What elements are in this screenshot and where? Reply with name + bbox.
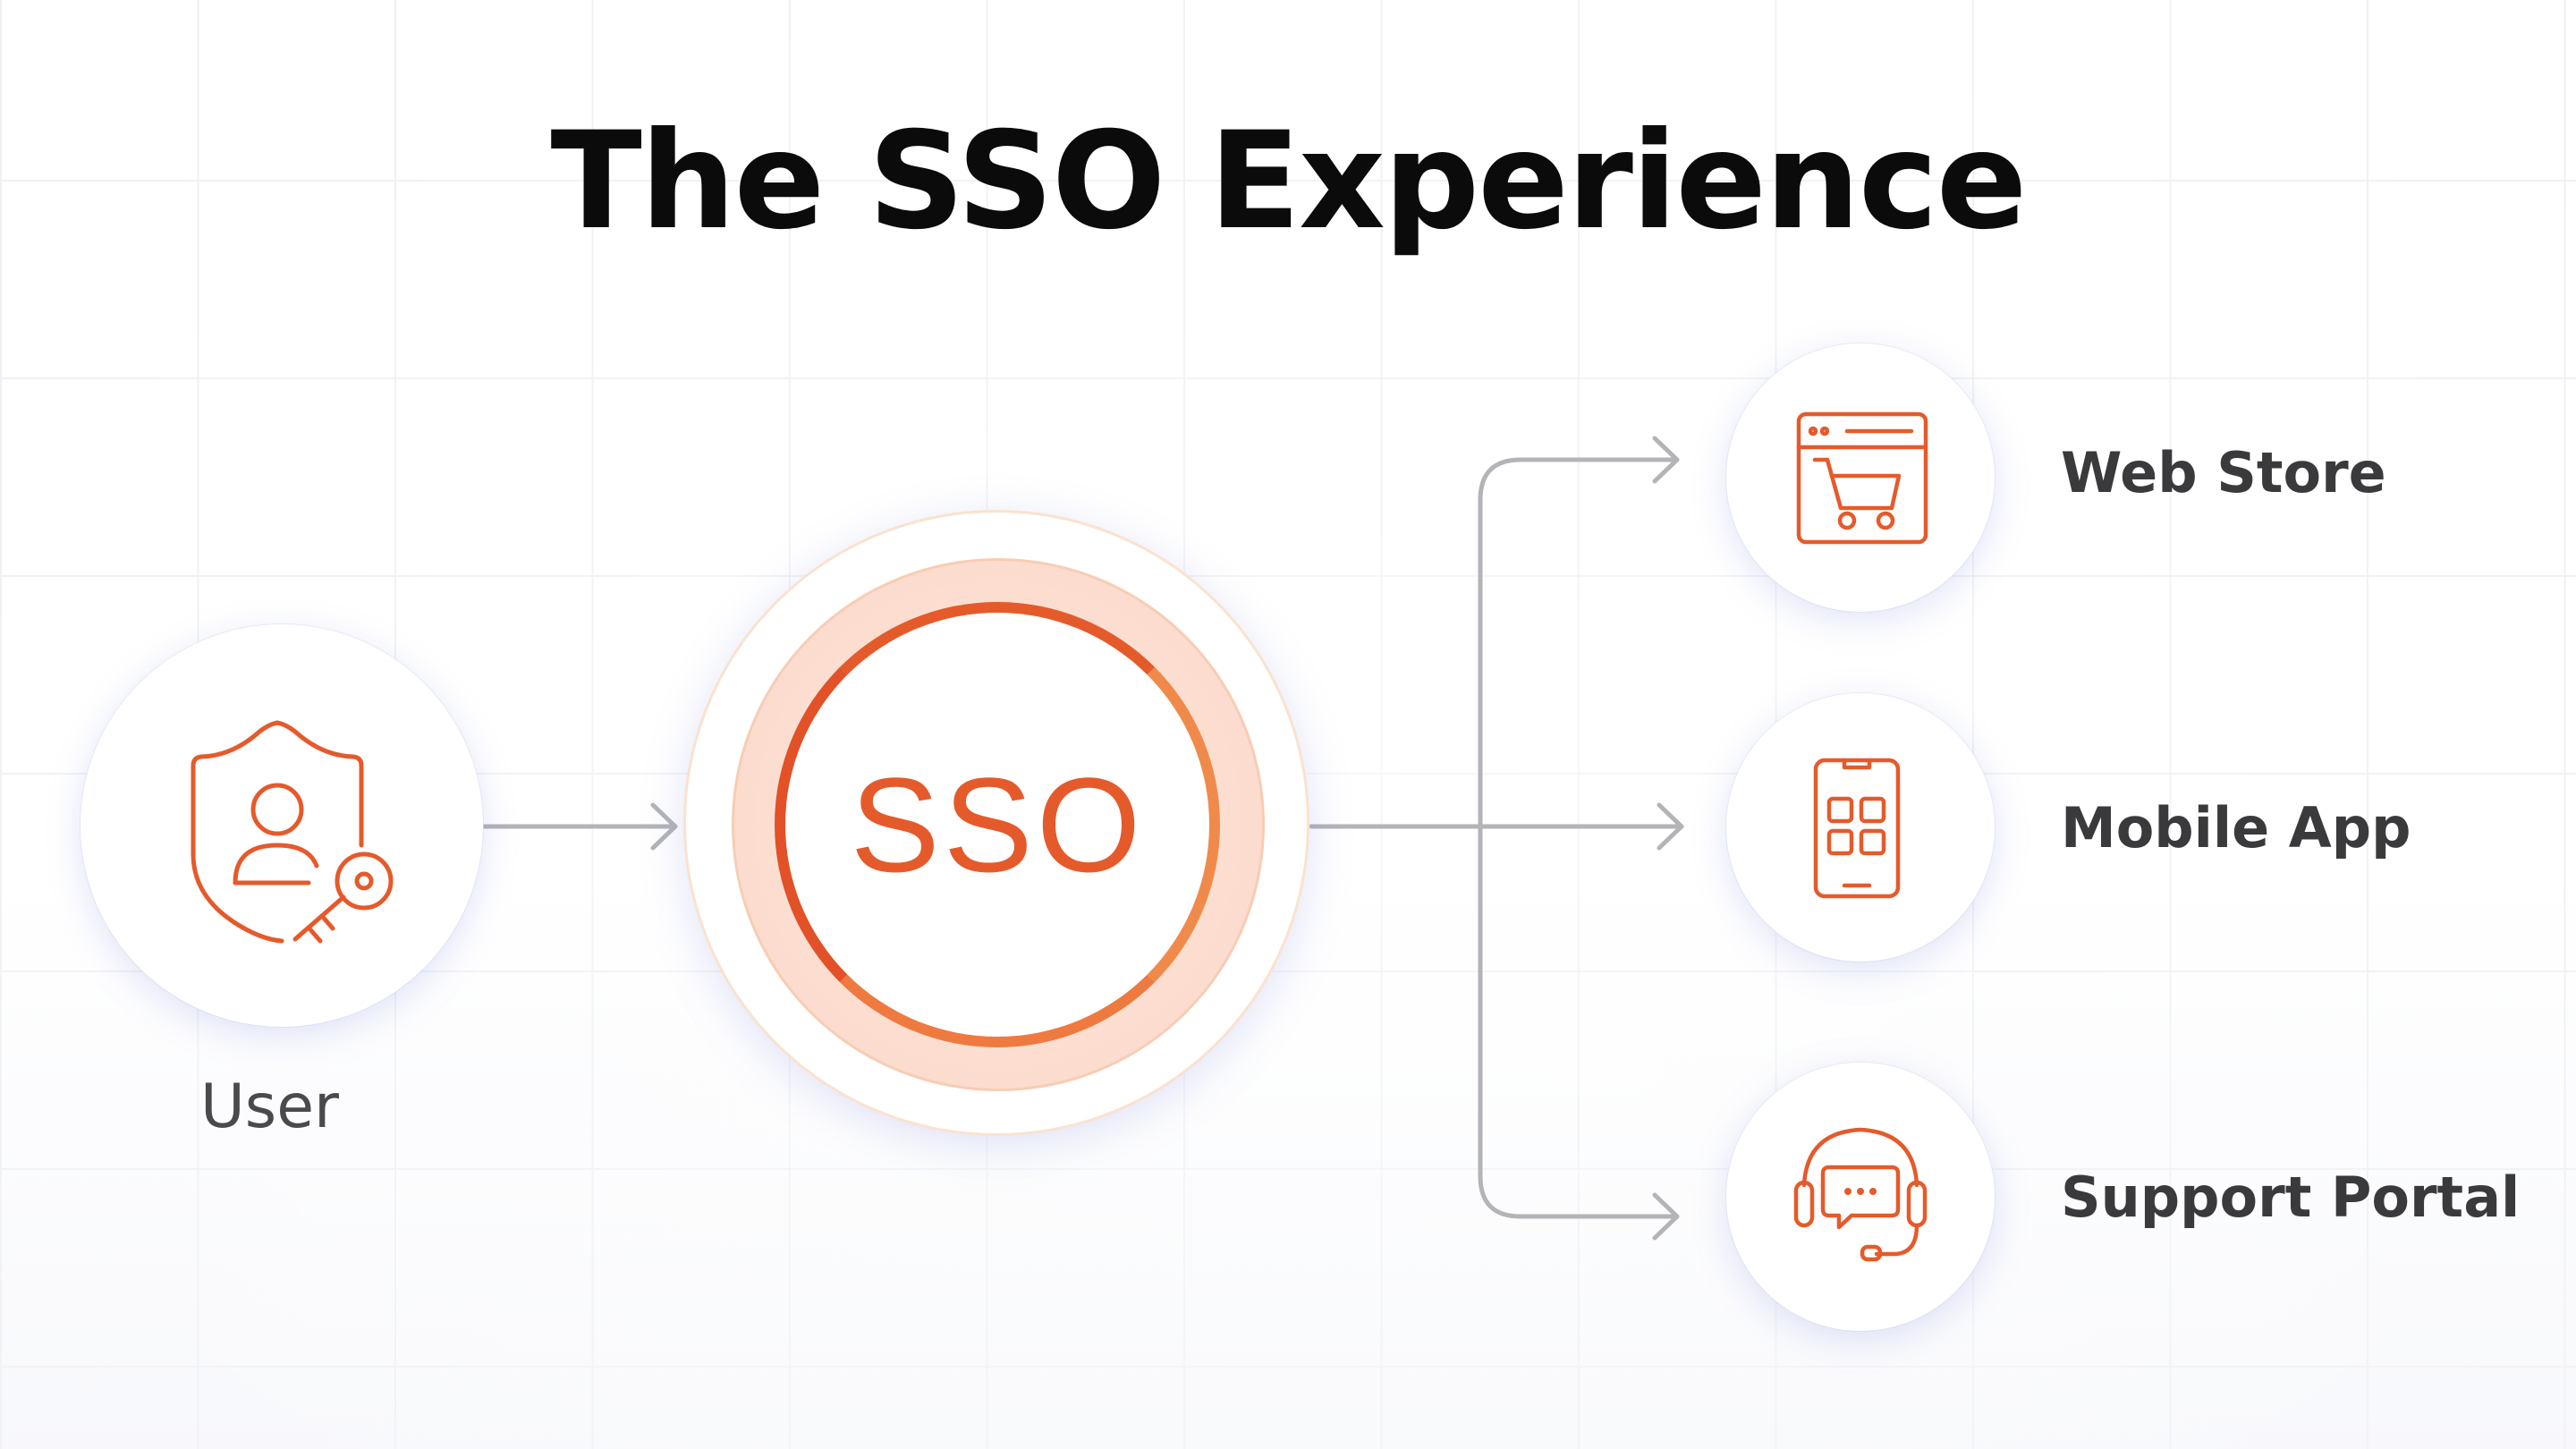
- mobile-app-node: [1726, 693, 1995, 962]
- page-title: The SSO Experience: [550, 104, 2027, 259]
- sso-label: SSO: [850, 749, 1145, 900]
- support-portal-label: Support Portal: [2061, 1165, 2521, 1230]
- user-node: [80, 624, 483, 1027]
- web-store-cart-icon: [1796, 411, 1928, 545]
- user-label: User: [200, 1072, 339, 1142]
- support-portal-node: [1726, 1063, 1995, 1331]
- web-store-label: Web Store: [2061, 440, 2386, 505]
- sso-branch-line: [1478, 457, 1680, 1219]
- mobile-app-icon: [1813, 758, 1901, 899]
- mobile-app-label: Mobile App: [2061, 795, 2411, 860]
- support-headset-icon: [1793, 1127, 1928, 1262]
